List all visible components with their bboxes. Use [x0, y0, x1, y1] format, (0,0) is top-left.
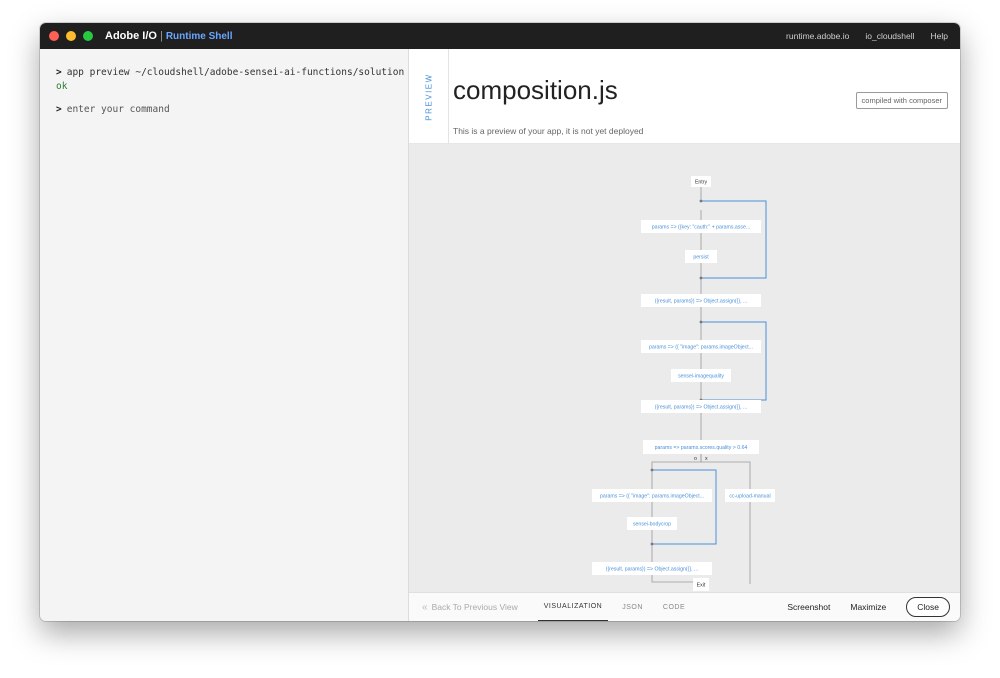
junction-dot	[699, 276, 703, 280]
node-assign-2-label: ({result, params}) => Object.assign({}, …	[655, 405, 748, 411]
prompt-symbol: >	[56, 104, 62, 115]
junction-dot	[699, 320, 703, 324]
brand: Adobe I/O | Runtime Shell	[105, 30, 233, 42]
node-image-params-2[interactable]: params => ({ "image": params.imageObject…	[592, 489, 712, 502]
view-tabs: VISUALIZATION JSON CODE	[537, 593, 699, 621]
junction-dot	[699, 199, 703, 203]
retry-loop-1	[701, 200, 767, 279]
graph-edges	[651, 187, 751, 590]
node-bodycrop[interactable]: sensei-bodycrop	[627, 517, 677, 530]
node-assign-2[interactable]: ({result, params}) => Object.assign({}, …	[641, 400, 761, 413]
node-assign-3-box[interactable]	[592, 562, 712, 575]
node-quality-condition-label: params => params.scores.quality > 0.64	[655, 445, 748, 451]
node-cc-upload-label: cc-upload-manual	[729, 494, 770, 500]
node-exit-label: Exit	[697, 583, 706, 589]
node-key-function[interactable]: params => ({key: "cauth:" + params.asse.…	[641, 220, 761, 233]
branch-true-label: x	[705, 456, 708, 462]
top-nav: runtime.adobe.io io_cloudshell Help	[786, 31, 948, 41]
terminal-input[interactable]: enter your command	[66, 104, 170, 115]
nav-help-link[interactable]: Help	[930, 31, 948, 41]
terminal-command: app preview ~/cloudshell/adobe-sensei-ai…	[66, 67, 405, 78]
window-controls	[49, 31, 93, 41]
visualization-canvas[interactable]: Entry params => ({key: "cauth:" + params…	[409, 144, 960, 592]
tab-visualization[interactable]: VISUALIZATION	[537, 593, 609, 621]
node-assign-1[interactable]: ({result, params}) => Object.assign({}, …	[641, 294, 761, 307]
node-persist[interactable]: persist	[685, 250, 717, 263]
back-button[interactable]: « Back To Previous View	[422, 602, 518, 613]
node-exit[interactable]: Exit	[693, 578, 709, 591]
preview-tab-label: PREVIEW	[424, 73, 434, 121]
node-assign-1-label: ({result, params}) => Object.assign({}, …	[655, 299, 748, 305]
back-label: Back To Previous View	[431, 602, 518, 612]
preview-actions: Screenshot Maximize Close	[787, 597, 950, 617]
brand-name: Adobe I/O	[105, 30, 157, 42]
node-image-params-1[interactable]: params => ({ "image": params.imageObject…	[641, 340, 761, 353]
junction-dot	[650, 468, 654, 472]
node-imagequality[interactable]: sensei-imagequality	[671, 369, 731, 382]
retry-loop-2	[701, 321, 767, 401]
node-assign-3[interactable]: ({result, params}) => Object.assign({}, …	[592, 562, 712, 575]
terminal-input-line[interactable]: > enter your command	[56, 103, 408, 117]
product-name: Runtime Shell	[165, 30, 233, 42]
node-quality-condition-box[interactable]	[643, 440, 759, 454]
nav-namespace-link[interactable]: io_cloudshell	[865, 31, 915, 41]
node-entry-label: Entry	[695, 180, 708, 186]
minimize-window-button[interactable]	[66, 31, 76, 41]
screenshot-button[interactable]: Screenshot	[787, 602, 831, 612]
retry-loop-3	[652, 469, 717, 545]
preview-tab: PREVIEW	[409, 49, 449, 144]
node-cc-upload[interactable]: cc-upload-manual	[725, 489, 775, 502]
node-cc-upload-box[interactable]	[725, 489, 775, 502]
app-window: Adobe I/O | Runtime Shell runtime.adobe.…	[40, 23, 960, 621]
edge	[700, 454, 751, 489]
node-exit-box[interactable]	[693, 578, 709, 591]
node-key-function-box[interactable]	[641, 220, 761, 233]
terminal-output: ok	[56, 81, 68, 92]
close-window-button[interactable]	[49, 31, 59, 41]
node-imagequality-box[interactable]	[671, 369, 731, 382]
node-image-params-1-box[interactable]	[641, 340, 761, 353]
node-bodycrop-box[interactable]	[627, 517, 677, 530]
node-persist-label: persist	[693, 255, 709, 261]
terminal-command-line: > app preview ~/cloudshell/adobe-sensei-a…	[56, 66, 408, 80]
node-persist-box[interactable]	[685, 250, 717, 263]
page-title: composition.js	[453, 75, 618, 105]
prompt-symbol: >	[56, 67, 62, 78]
junction-dots	[650, 199, 703, 546]
tab-code[interactable]: CODE	[662, 603, 686, 611]
double-chevron-left-icon: «	[422, 601, 428, 613]
terminal-panel[interactable]: > app preview ~/cloudshell/adobe-sensei-a…	[40, 49, 409, 621]
branch-false-label: o	[694, 456, 697, 462]
maximize-button[interactable]: Maximize	[850, 602, 887, 612]
brand-separator: |	[159, 30, 163, 42]
junction-dot	[650, 542, 654, 546]
zoom-window-button[interactable]	[83, 31, 93, 41]
node-image-params-2-box[interactable]	[592, 489, 712, 502]
node-imagequality-label: sensei-imagequality	[678, 374, 724, 380]
preview-panel: PREVIEW composition.js This is a preview…	[409, 49, 960, 621]
title-bar: Adobe I/O | Runtime Shell runtime.adobe.…	[40, 23, 960, 49]
node-assign-3-label: ({result, params}) => Object.assign({}, …	[606, 567, 699, 573]
close-button[interactable]: Close	[906, 597, 950, 617]
node-entry[interactable]: Entry	[691, 176, 711, 187]
nav-runtime-link[interactable]: runtime.adobe.io	[786, 31, 850, 41]
node-quality-condition[interactable]: params => params.scores.quality > 0.64	[643, 440, 759, 454]
node-bodycrop-label: sensei-bodycrop	[633, 522, 671, 528]
tab-json[interactable]: JSON	[622, 603, 643, 611]
node-image-params-1-label: params => ({ "image": params.imageObject…	[649, 345, 753, 351]
node-entry-box[interactable]	[691, 176, 711, 187]
preview-header: PREVIEW composition.js This is a preview…	[409, 49, 960, 144]
node-key-function-label: params => ({key: "cauth:" + params.asse.…	[652, 225, 750, 231]
composition-graph[interactable]: Entry params => ({key: "cauth:" + params…	[409, 144, 960, 592]
bottom-toolbar: « Back To Previous View VISUALIZATION JS…	[409, 592, 960, 621]
node-image-params-2-label: params => ({ "image": params.imageObject…	[600, 494, 704, 500]
compiled-badge: compiled with composer	[855, 92, 948, 109]
node-assign-2-box[interactable]	[641, 400, 761, 413]
node-assign-1-box[interactable]	[641, 294, 761, 307]
page-subtitle: This is a preview of your app, it is not…	[453, 126, 644, 136]
